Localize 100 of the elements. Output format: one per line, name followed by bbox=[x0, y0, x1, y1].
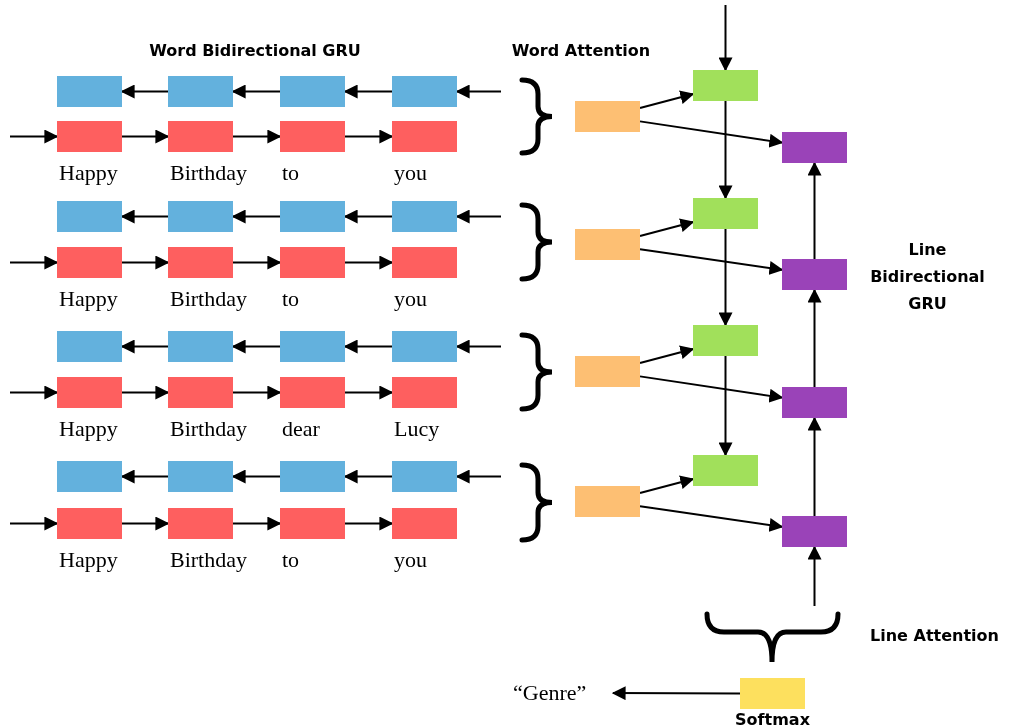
backward-gru-cell bbox=[392, 331, 457, 362]
softmax-box bbox=[740, 678, 805, 709]
section-heading: Line Bidirectional GRU bbox=[869, 239, 986, 315]
word-label: Happy bbox=[59, 416, 118, 442]
arrow bbox=[639, 505, 784, 532]
arrow bbox=[718, 4, 733, 72]
line-vector-box bbox=[693, 455, 758, 486]
arrow bbox=[807, 288, 822, 388]
forward-gru-cell bbox=[57, 508, 122, 539]
backward-gru-cell bbox=[280, 331, 345, 362]
forward-gru-cell bbox=[280, 121, 345, 152]
section-heading: Word Attention bbox=[510, 40, 652, 62]
arrow bbox=[718, 100, 733, 200]
arrow bbox=[639, 120, 784, 148]
forward-gru-cell bbox=[280, 377, 345, 408]
arrow bbox=[611, 686, 741, 701]
backward-gru-cell bbox=[392, 201, 457, 232]
word-label: Happy bbox=[59, 547, 118, 573]
backward-gru-cell bbox=[280, 461, 345, 492]
backward-gru-cell bbox=[168, 76, 233, 107]
word-label: Birthday bbox=[170, 160, 247, 186]
arrow bbox=[121, 255, 170, 270]
line-vector-box bbox=[693, 70, 758, 101]
arrow bbox=[807, 416, 822, 517]
line-vector-box bbox=[693, 325, 758, 356]
arrow bbox=[232, 516, 282, 531]
softmax-label: Softmax bbox=[734, 710, 811, 727]
section-heading: Word Bidirectional GRU bbox=[148, 40, 362, 62]
arrow bbox=[344, 516, 394, 531]
backward-gru-cell bbox=[57, 76, 122, 107]
backward-gru-cell bbox=[168, 331, 233, 362]
arrow bbox=[639, 90, 695, 109]
forward-gru-cell bbox=[168, 121, 233, 152]
line-gru-cell bbox=[782, 132, 847, 163]
arrow bbox=[121, 129, 170, 144]
arrow bbox=[232, 255, 282, 270]
backward-gru-cell bbox=[280, 201, 345, 232]
arrow bbox=[9, 255, 59, 270]
arrow bbox=[232, 129, 282, 144]
backward-gru-cell bbox=[57, 201, 122, 232]
arrow bbox=[639, 375, 784, 403]
forward-gru-cell bbox=[57, 121, 122, 152]
backward-gru-cell bbox=[280, 76, 345, 107]
forward-gru-cell bbox=[392, 247, 457, 278]
arrow bbox=[807, 161, 822, 260]
word-label: Birthday bbox=[170, 286, 247, 312]
word-label: to bbox=[282, 160, 300, 186]
arrow bbox=[639, 248, 784, 275]
arrow bbox=[718, 355, 733, 457]
word-label: Lucy bbox=[394, 416, 440, 442]
word-label: to bbox=[282, 547, 300, 573]
forward-gru-cell bbox=[168, 247, 233, 278]
word-attention-box bbox=[575, 101, 640, 132]
word-label: dear bbox=[282, 416, 320, 442]
word-label: Happy bbox=[59, 286, 118, 312]
word-attention-box bbox=[575, 486, 640, 517]
backward-gru-cell bbox=[57, 461, 122, 492]
output-label: “Genre” bbox=[513, 680, 587, 706]
arrow bbox=[344, 129, 394, 144]
word-label: you bbox=[394, 547, 427, 573]
arrow bbox=[9, 516, 59, 531]
arrow bbox=[344, 255, 394, 270]
arrow bbox=[344, 385, 394, 400]
arrow bbox=[639, 475, 695, 494]
arrow bbox=[807, 545, 822, 607]
line-gru-cell bbox=[782, 516, 847, 547]
word-label: Birthday bbox=[170, 416, 247, 442]
arrow bbox=[121, 516, 170, 531]
backward-gru-cell bbox=[392, 76, 457, 107]
backward-gru-cell bbox=[57, 331, 122, 362]
forward-gru-cell bbox=[57, 377, 122, 408]
section-heading: Line Attention bbox=[869, 625, 1000, 647]
backward-gru-cell bbox=[168, 461, 233, 492]
word-label: you bbox=[394, 160, 427, 186]
word-label: you bbox=[394, 286, 427, 312]
forward-gru-cell bbox=[392, 508, 457, 539]
arrow bbox=[9, 385, 59, 400]
forward-gru-cell bbox=[280, 247, 345, 278]
line-gru-cell bbox=[782, 259, 847, 290]
backward-gru-cell bbox=[392, 461, 457, 492]
arrow bbox=[718, 228, 733, 327]
word-label: Birthday bbox=[170, 547, 247, 573]
forward-gru-cell bbox=[280, 508, 345, 539]
forward-gru-cell bbox=[392, 377, 457, 408]
arrow bbox=[121, 385, 170, 400]
arrow bbox=[232, 385, 282, 400]
forward-gru-cell bbox=[392, 121, 457, 152]
word-label: to bbox=[282, 286, 300, 312]
forward-gru-cell bbox=[168, 508, 233, 539]
line-vector-box bbox=[693, 198, 758, 229]
word-attention-box bbox=[575, 229, 640, 260]
word-label: Happy bbox=[59, 160, 118, 186]
forward-gru-cell bbox=[57, 247, 122, 278]
forward-gru-cell bbox=[168, 377, 233, 408]
arrow bbox=[639, 345, 695, 364]
arrow bbox=[639, 218, 695, 237]
line-gru-cell bbox=[782, 387, 847, 418]
word-attention-box bbox=[575, 356, 640, 387]
arrow bbox=[9, 129, 59, 144]
backward-gru-cell bbox=[168, 201, 233, 232]
